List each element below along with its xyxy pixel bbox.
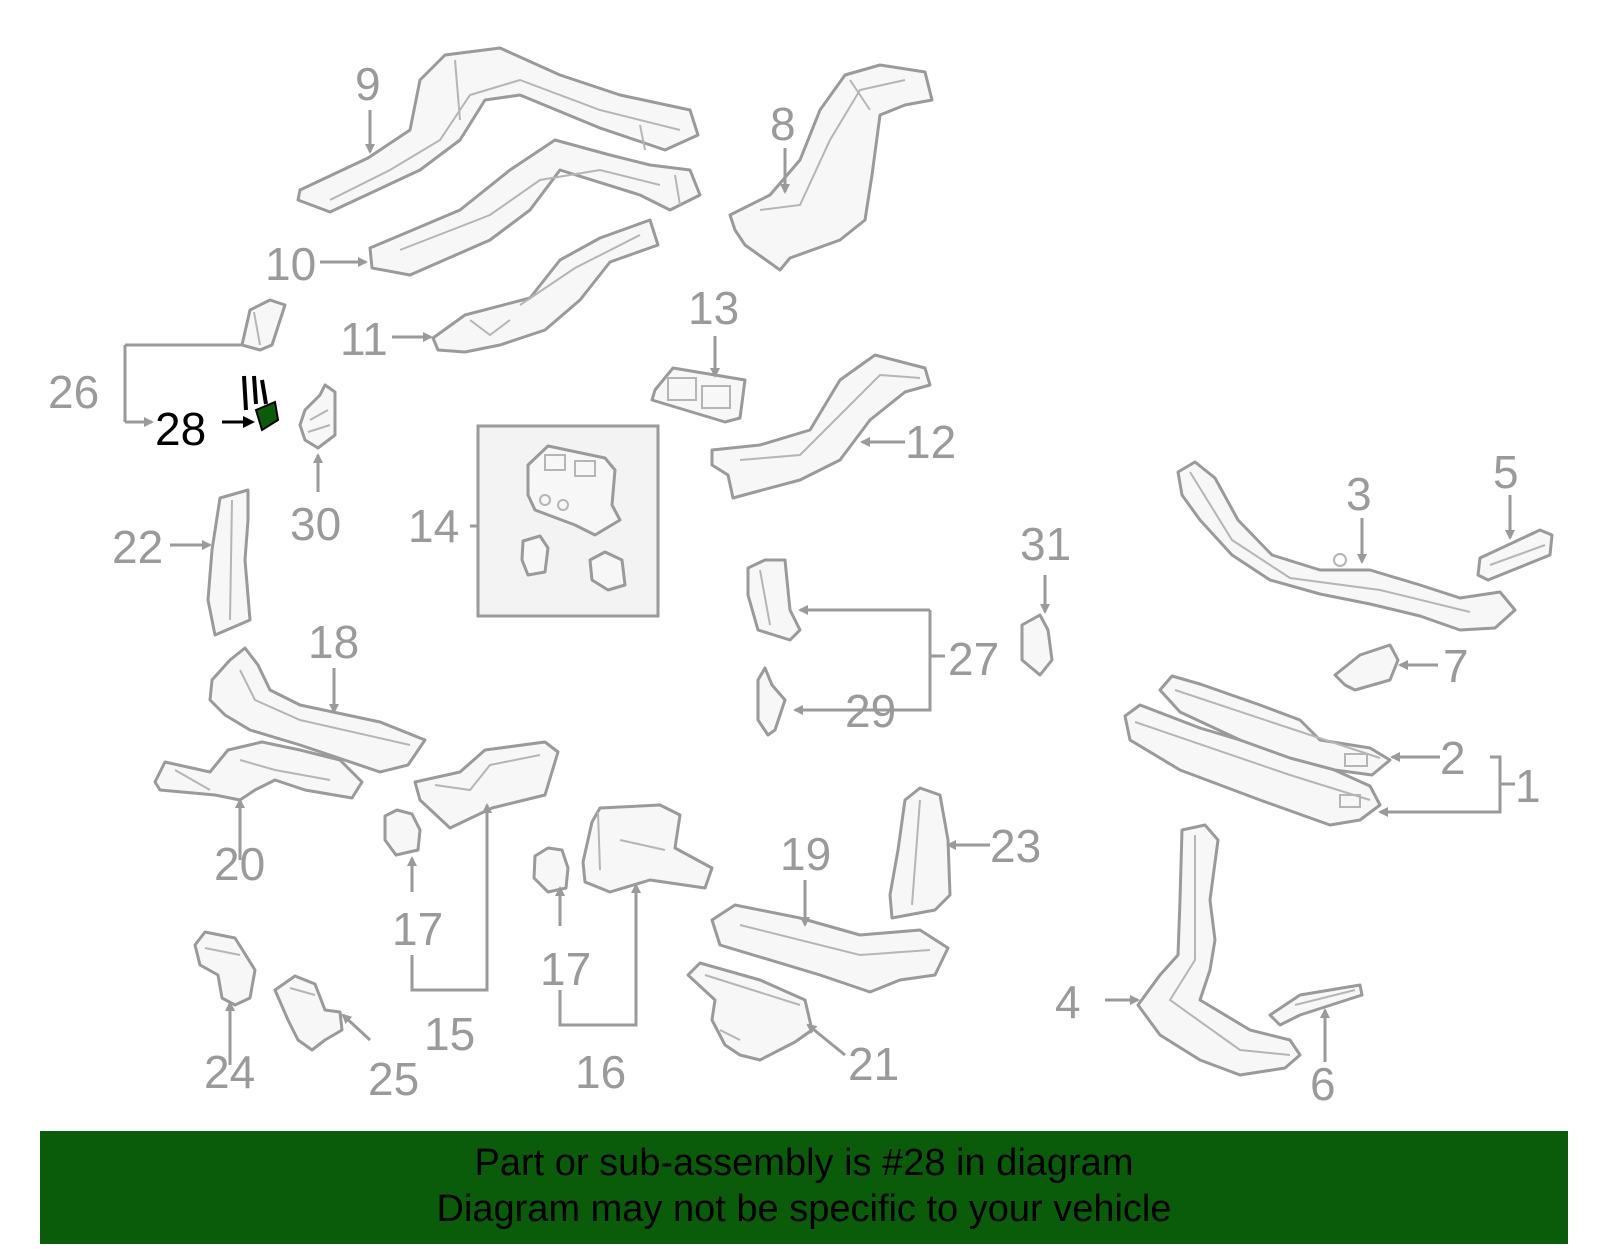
part-3-duct[interactable] — [1176, 460, 1517, 632]
callout-1: 1 — [1515, 760, 1541, 812]
callout-27: 27 — [948, 633, 999, 685]
callout-31: 31 — [1020, 518, 1071, 570]
part-9-duct[interactable] — [296, 46, 700, 214]
part-21-duct[interactable] — [686, 961, 814, 1062]
part-13-bezel[interactable] — [650, 366, 747, 424]
part-5-trim[interactable] — [1476, 528, 1554, 582]
banner-line-2: Diagram may not be specific to your vehi… — [436, 1188, 1172, 1230]
part-11-duct[interactable] — [431, 218, 660, 354]
part-10-duct[interactable] — [368, 138, 702, 277]
part-20-duct[interactable] — [153, 740, 364, 802]
callout-5: 5 — [1493, 446, 1519, 498]
callout-26: 26 — [48, 366, 99, 418]
callout-28: 28 — [155, 403, 206, 455]
part-7-clip[interactable] — [1333, 643, 1400, 692]
part-29-clip[interactable] — [756, 666, 787, 737]
part-22-pillar-duct[interactable] — [206, 488, 252, 637]
callout-11: 11 — [340, 313, 388, 365]
callout-18: 18 — [308, 616, 359, 668]
part-12-duct[interactable] — [710, 353, 932, 500]
callout-30: 30 — [290, 498, 341, 550]
part-2-duct[interactable] — [1158, 674, 1392, 777]
callout-19: 19 — [780, 828, 831, 880]
callout-3: 3 — [1346, 468, 1372, 520]
callout-17-right: 17 — [540, 943, 591, 995]
part-18-duct[interactable] — [208, 646, 427, 774]
callout-24: 24 — [204, 1046, 255, 1098]
callout-8: 8 — [770, 98, 796, 150]
part-23-pillar-duct[interactable] — [888, 786, 952, 920]
callout-21: 21 — [848, 1038, 899, 1090]
callout-14: 14 — [408, 500, 459, 552]
part-8-duct[interactable] — [728, 63, 934, 272]
part-15-duct[interactable] — [413, 740, 560, 830]
part-4-duct[interactable] — [1136, 823, 1302, 1077]
part-16-duct[interactable] — [581, 803, 714, 894]
callout-7: 7 — [1443, 640, 1469, 692]
info-banner: Part or sub-assembly is #28 in diagram D… — [40, 1131, 1568, 1244]
part-17a-clip[interactable] — [383, 808, 422, 857]
part-30-clip[interactable] — [298, 383, 337, 450]
callout-15: 15 — [424, 1008, 475, 1060]
part-31-clip[interactable] — [1020, 613, 1054, 677]
part-25-duct[interactable] — [273, 974, 344, 1052]
callout-22: 22 — [112, 521, 163, 573]
part-24-duct[interactable] — [193, 930, 257, 1007]
callout-10: 10 — [265, 238, 316, 290]
part-17b-clip[interactable] — [532, 846, 570, 894]
callout-6: 6 — [1310, 1058, 1336, 1110]
callout-16: 16 — [575, 1046, 626, 1098]
callout-23: 23 — [990, 820, 1041, 872]
part-19-duct[interactable] — [710, 903, 950, 994]
callout-2: 2 — [1440, 732, 1466, 784]
callout-9: 9 — [355, 58, 381, 110]
part-14-assembly[interactable] — [476, 424, 660, 618]
callout-17-left: 17 — [392, 903, 443, 955]
callout-20: 20 — [214, 838, 265, 890]
part-26-bracket[interactable] — [240, 298, 287, 352]
callout-4: 4 — [1055, 976, 1081, 1028]
callout-13: 13 — [688, 282, 739, 334]
part-28-highlighted[interactable] — [242, 375, 280, 432]
callout-29: 29 — [845, 685, 896, 737]
part-6-trim[interactable] — [1268, 983, 1364, 1027]
part-27-bracket[interactable] — [746, 558, 802, 642]
callout-12: 12 — [905, 416, 956, 468]
callout-25: 25 — [368, 1053, 419, 1105]
banner-line-1: Part or sub-assembly is #28 in diagram — [474, 1142, 1134, 1184]
part-1-duct[interactable] — [1123, 703, 1382, 827]
